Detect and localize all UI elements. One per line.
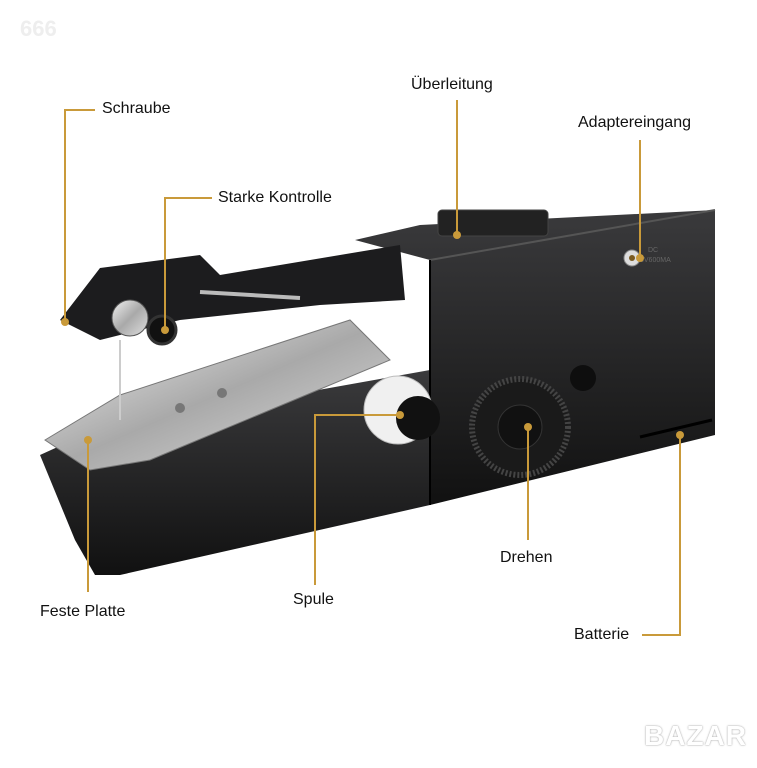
top-switch [437,209,549,237]
machine-base [40,370,430,575]
label-ueberleitung: Überleitung [411,76,493,93]
label-batterie: Batterie [574,626,630,643]
label-spule: Spule [293,591,334,608]
label-adaptereingang: Adaptereingang [578,114,691,131]
battery-housing [355,210,715,505]
bazar-logo: BAZAR [644,720,747,751]
dc-marking: DC [648,247,658,254]
leader-lines [64,100,681,636]
watermark-number: 666 [20,16,57,41]
dc-rating: 6V600MA [640,257,671,264]
label-drehen: Drehen [500,549,553,566]
label-starke-kontrolle: Starke Kontrolle [218,189,332,206]
label-schraube: Schraube [102,100,171,117]
label-feste-platte: Feste Platte [40,603,126,620]
